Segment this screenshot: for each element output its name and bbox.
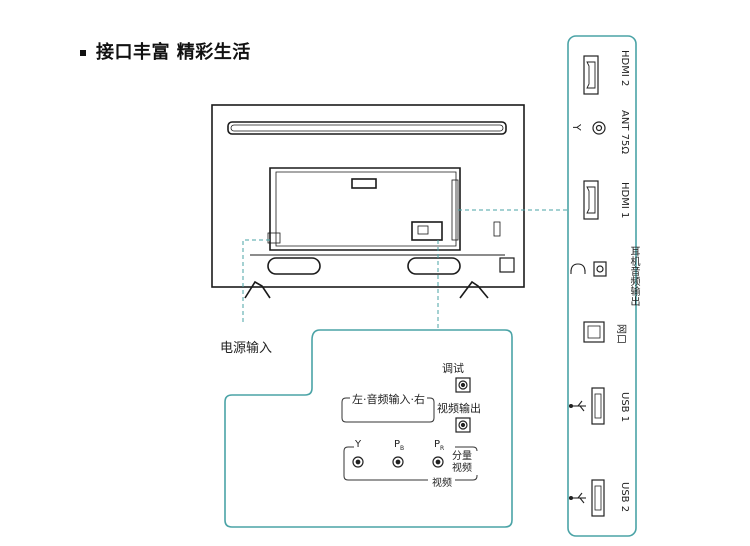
audio-input-label: 左·音频输入·右: [350, 391, 427, 407]
lan-port: [583, 321, 605, 343]
tv-back-panel-inner: [275, 171, 457, 247]
leader-lines: [242, 209, 568, 330]
usb1-label: USB 1: [619, 392, 630, 423]
tv-slot: [493, 221, 501, 237]
tv-speaker-right: [407, 257, 461, 275]
usb-icon: [568, 400, 586, 412]
side-ports: [583, 55, 607, 517]
video-label: 视频: [430, 474, 454, 489]
hdmi1-port: [583, 180, 599, 220]
ant-label: ANT 75Ω: [619, 110, 630, 154]
bullet-icon: [80, 50, 86, 56]
pr-label: PR: [433, 439, 446, 452]
side-panel-outline: [567, 35, 637, 537]
usb1-port: [591, 387, 605, 425]
headphone-icon: [570, 263, 586, 274]
tv-frame: [211, 104, 525, 288]
tv-power-socket: [267, 232, 281, 244]
pr-label-text: P: [434, 439, 441, 450]
tv-top-rail: [227, 121, 507, 135]
hdmi2-port: [583, 55, 599, 95]
tv-side-ports: [451, 179, 459, 241]
jack-y: [352, 456, 364, 468]
pb-label: PB: [393, 439, 406, 452]
usb2-label: USB 2: [619, 482, 630, 513]
jack-debug: [455, 377, 471, 393]
page-title-text: 接口丰富 精彩生活: [96, 42, 251, 63]
usb-icon: [568, 492, 586, 504]
jack-pr: [432, 456, 444, 468]
jack-video-out: [455, 417, 471, 433]
jack-pb: [392, 456, 404, 468]
headphone-label: 耳机音频输出: [628, 246, 639, 306]
pr-label-sub: R: [440, 445, 445, 452]
tv-bottom-connector: [499, 257, 515, 273]
tv-foot-left: [244, 280, 271, 299]
hdmi1-label: HDMI 1: [619, 182, 630, 219]
lan-label: 网口: [615, 324, 626, 344]
rca-jacks: [352, 377, 471, 468]
ant-port: [592, 121, 606, 135]
bottom-callout-outline: [224, 329, 513, 528]
leader-power: [242, 239, 270, 325]
pb-label-sub: B: [400, 445, 405, 452]
tv-label-plate: [351, 178, 377, 189]
page-title: 接口丰富 精彩生活: [80, 38, 251, 64]
tv-port-block: [411, 221, 443, 241]
tv-top-rail-inner: [230, 124, 504, 132]
tv-speaker-left: [267, 257, 321, 275]
debug-label: 调试: [442, 362, 464, 375]
ant-symbol: Y: [570, 124, 583, 131]
pb-label-text: P: [394, 439, 401, 450]
power-input-label: 电源输入: [220, 341, 273, 356]
audio-bracket: [341, 397, 435, 423]
hdmi2-label: HDMI 2: [619, 50, 630, 87]
video-output-label: 视频输出: [437, 402, 481, 415]
tv-foot-right: [459, 280, 489, 299]
tv-back: [211, 104, 525, 299]
tv-back-panel: [269, 167, 461, 251]
usb2-port: [591, 479, 605, 517]
headphone-port: [593, 261, 607, 277]
y-label: Y: [354, 439, 363, 450]
tv-port-block-inner: [417, 225, 429, 235]
side-icons: [568, 263, 586, 504]
component-video-label: 分量视频: [452, 451, 478, 475]
